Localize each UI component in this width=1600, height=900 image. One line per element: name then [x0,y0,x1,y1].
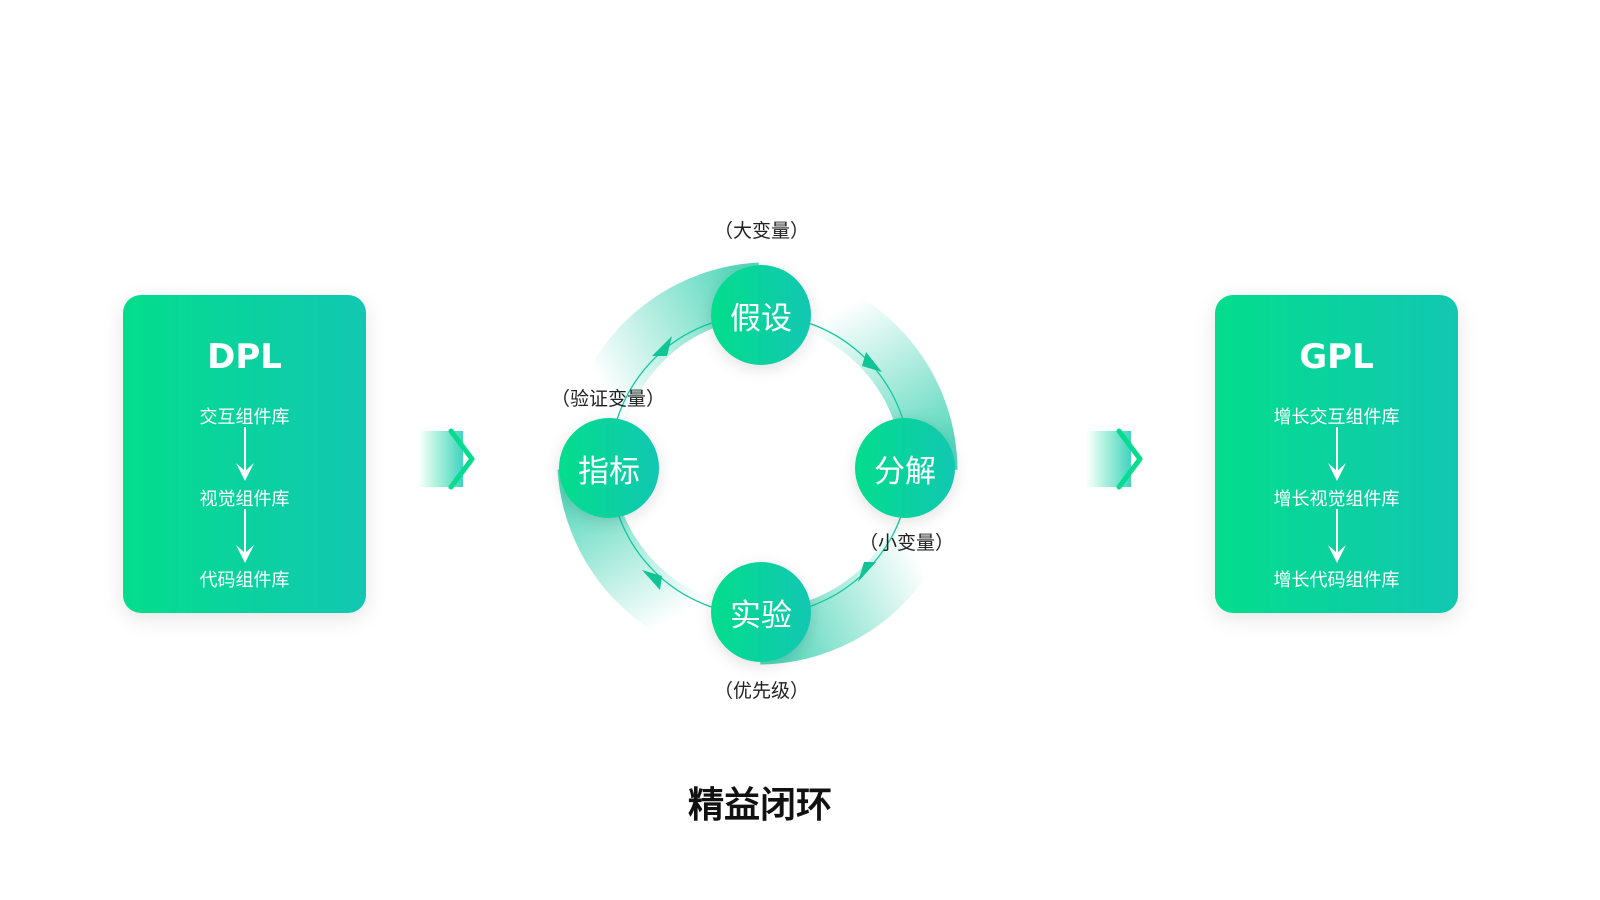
arrow-icon [862,352,882,372]
arrow-down-icon [1327,427,1346,481]
chevron-right-icon [418,428,475,490]
arrow-icon [642,570,662,590]
label-priority: （优先级） [714,680,810,702]
arrow-down-icon [235,427,254,481]
node-experiment: 实验 [711,562,811,662]
chevron-right-icon [1086,428,1143,490]
node-metrics: 指标 [559,418,659,518]
arrow-down-icon [235,509,254,563]
diagram-title: 精益闭环 [687,785,832,826]
card-item: 代码组件库 [199,570,290,591]
label-small-variable: （小变量） [859,532,955,554]
node-decompose: 分解 [855,418,955,518]
arrow-down-icon [1327,509,1346,563]
card-item: 增长视觉组件库 [1273,489,1400,510]
arrow-icon [652,336,672,356]
arrow-icon [858,562,876,582]
gpl-card: GPL 增长交互组件库 增长视觉组件库 增长代码组件库 [1215,295,1458,613]
label-verify-variable: （验证变量） [551,388,666,410]
card-title: GPL [1299,337,1374,377]
dpl-card: DPL 交互组件库 视觉组件库 代码组件库 [123,295,366,613]
node-hypothesis: 假设 [711,265,811,365]
label-big-variable: （大变量） [714,220,810,242]
card-item: 交互组件库 [199,407,290,428]
card-title: DPL [207,337,282,377]
card-item: 视觉组件库 [199,489,290,510]
card-item: 增长代码组件库 [1273,570,1400,591]
card-item: 增长交互组件库 [1273,407,1400,428]
